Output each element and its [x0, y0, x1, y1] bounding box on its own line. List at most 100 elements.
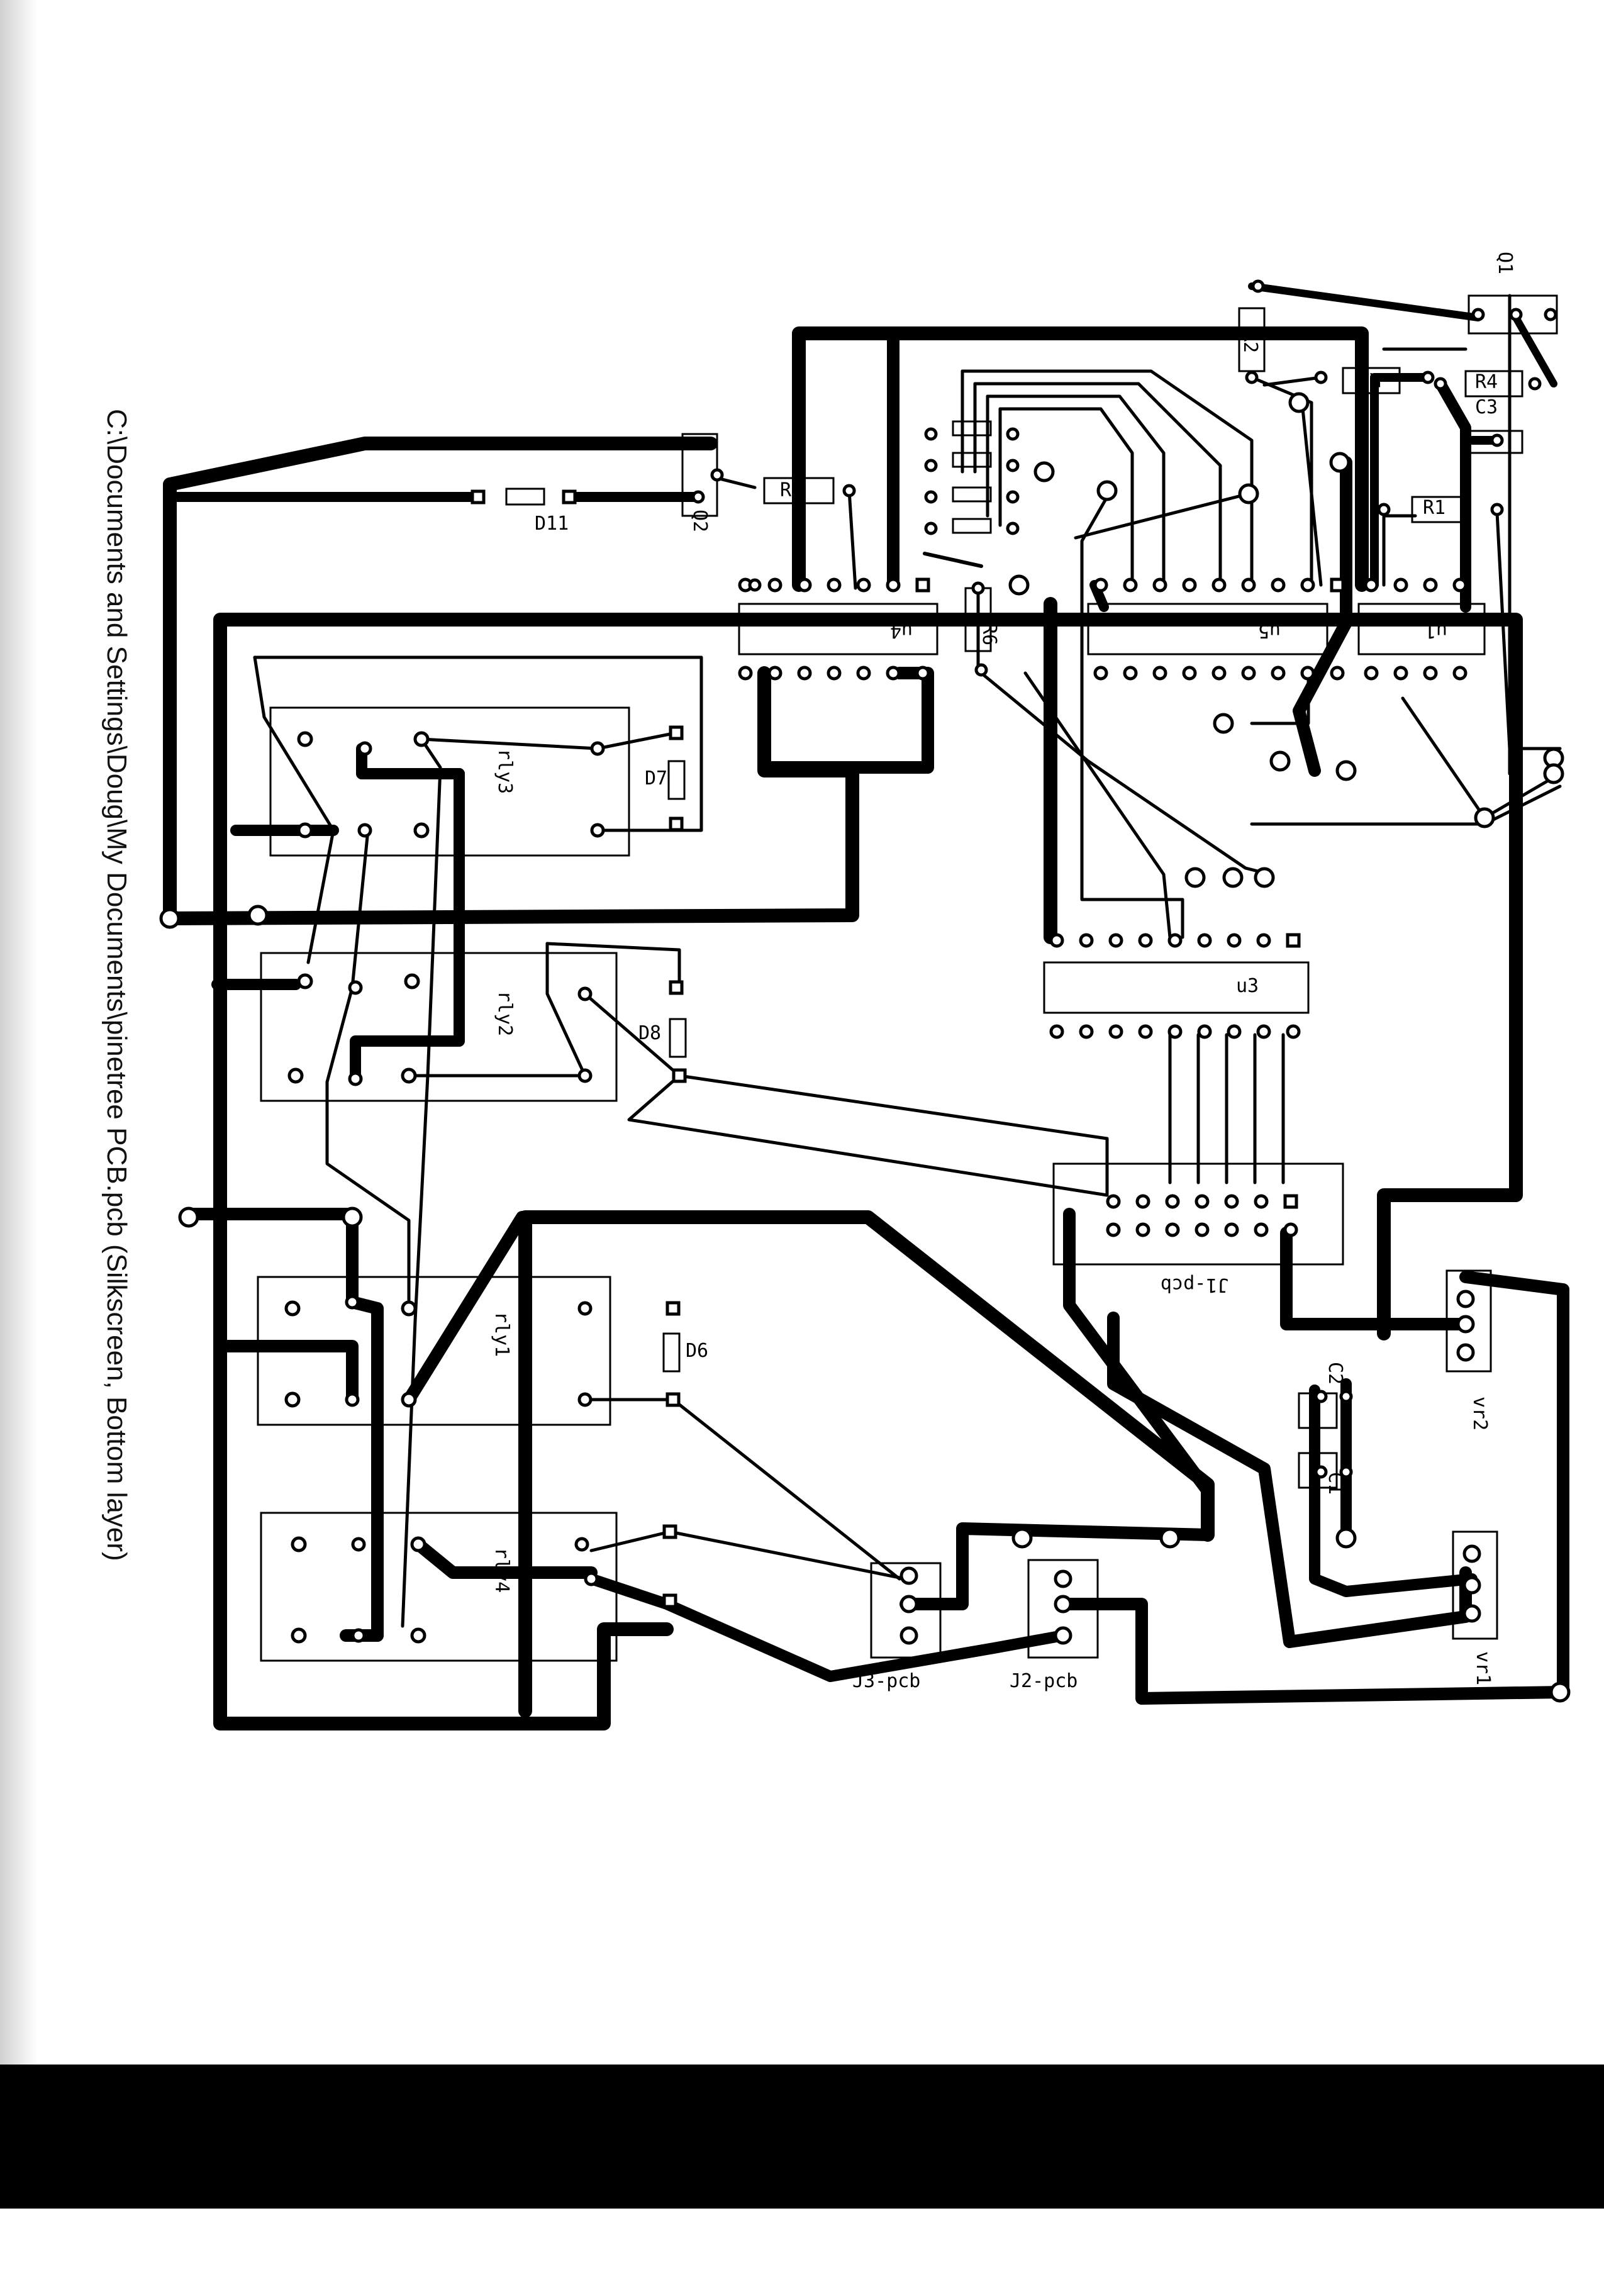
thin-trace-r5 [847, 489, 857, 590]
thin-trace-u4-u3 [979, 671, 1260, 873]
thin-trace-top-route-1 [961, 369, 1254, 587]
u1-pin [1364, 577, 1379, 593]
diode-pad [669, 980, 684, 995]
connector-pad [1456, 1290, 1475, 1308]
trace-rly3-a [356, 743, 465, 779]
d7-body [667, 760, 686, 800]
trace-vr1-bottom [1057, 1598, 1569, 1705]
label-c1: C1 [1324, 1472, 1346, 1495]
small-pad [1251, 279, 1265, 293]
label-u5: u5 [1258, 620, 1281, 642]
thin-trace-top-route-2 [973, 382, 1222, 587]
relay-pad [577, 1392, 593, 1407]
diode-pad [662, 1593, 677, 1608]
document-page: Q1 Q2 R1 R2 R3 R4 R5 R6 C3 C1 C2 D7 D8 D… [0, 0, 1604, 2209]
c3-outline [1464, 430, 1523, 454]
u4-pin [886, 577, 901, 593]
u4-pin [915, 577, 930, 593]
label-q1: Q1 [1494, 252, 1516, 275]
relay-pad [584, 1571, 599, 1586]
thin-trace-top-route-3 [986, 394, 1166, 587]
u5-pin [1211, 577, 1227, 593]
diode-pad [666, 1392, 681, 1407]
j1-pin [1195, 1222, 1210, 1237]
relay-pad [410, 1627, 426, 1644]
trace-q1-top [1248, 282, 1482, 321]
trace-c1-c2 [1309, 1385, 1478, 1597]
label-u3: u3 [1236, 975, 1259, 997]
j3-outline [870, 1562, 942, 1659]
via [1011, 1527, 1033, 1549]
thin-trace-u5-c [1250, 677, 1310, 725]
trace-relay-bus [163, 666, 859, 925]
trace-r1-top [1293, 456, 1352, 777]
label-u1: u1 [1425, 620, 1448, 642]
connector-pad [1456, 1343, 1475, 1362]
connector-pad [899, 1626, 918, 1645]
connector-pad [1462, 1544, 1481, 1563]
j1-pin [1195, 1194, 1210, 1209]
j1-pin [1283, 1222, 1298, 1237]
u3-pin [1227, 1024, 1242, 1039]
small-pad [1544, 308, 1557, 321]
diode-pad [471, 489, 486, 504]
small-pad [1245, 371, 1259, 384]
u3-pin [1108, 933, 1123, 948]
small-pad [1006, 490, 1020, 504]
connector-pad [899, 1595, 918, 1613]
small-pad [1490, 433, 1504, 447]
u4-pin [886, 666, 901, 681]
relay-pad [401, 1067, 417, 1084]
thin-trace-rly-mid2 [401, 737, 442, 1628]
vr1-outline [1452, 1530, 1498, 1640]
small-pad [1339, 1390, 1353, 1403]
thin-trace-r2-u5 [1250, 376, 1313, 587]
trace-vr-left [1459, 1271, 1569, 1698]
u4-pin [827, 577, 842, 593]
relay-pad [357, 741, 372, 756]
thin-trace-r5-q2 [715, 476, 757, 489]
rly1-outline [257, 1276, 611, 1426]
r5-outline [763, 477, 835, 504]
relay-pad [291, 1627, 307, 1644]
u5-pin [1152, 577, 1167, 593]
via [178, 1207, 199, 1228]
thin-trace-u5-u3-2 [1023, 671, 1172, 939]
thin-trace-rly3-left [253, 655, 335, 964]
u4-pin [827, 666, 842, 681]
small-pad [1421, 371, 1435, 384]
diode-bank-2 [952, 452, 992, 468]
label-d6: D6 [686, 1340, 709, 1362]
trace-rly4-a [412, 1538, 598, 1579]
u4-pin [856, 666, 871, 681]
thin-trace-rly3-frame [253, 655, 703, 832]
u3-pin [1286, 1024, 1301, 1039]
r3-outline [1342, 367, 1401, 394]
via [1329, 452, 1351, 473]
label-r2: R2 [1239, 330, 1261, 354]
small-pad [1339, 1465, 1353, 1479]
via [1033, 461, 1055, 482]
u4-pin [767, 666, 783, 681]
small-pad [842, 484, 856, 498]
relay-pad [345, 1295, 360, 1310]
c1-outline [1298, 1452, 1338, 1489]
rly4-outline [260, 1512, 618, 1662]
label-d8: D8 [638, 1022, 662, 1044]
diode-bank-1 [952, 420, 992, 437]
small-pad [924, 521, 938, 535]
u3-pin [1167, 933, 1183, 948]
small-pad [1490, 503, 1504, 516]
j2-outline [1027, 1559, 1099, 1659]
relay-pad [413, 822, 430, 839]
via [1269, 750, 1291, 772]
trace-r3-r1 [1435, 378, 1471, 613]
small-pad [1528, 377, 1542, 391]
relay-pad [291, 1536, 307, 1552]
trace-outer-bus [213, 613, 1523, 1340]
u1-outline [1357, 603, 1486, 655]
via [342, 1207, 363, 1228]
relay-pad [297, 973, 313, 989]
relay-pad [297, 731, 313, 747]
diode-pad [662, 1524, 677, 1539]
